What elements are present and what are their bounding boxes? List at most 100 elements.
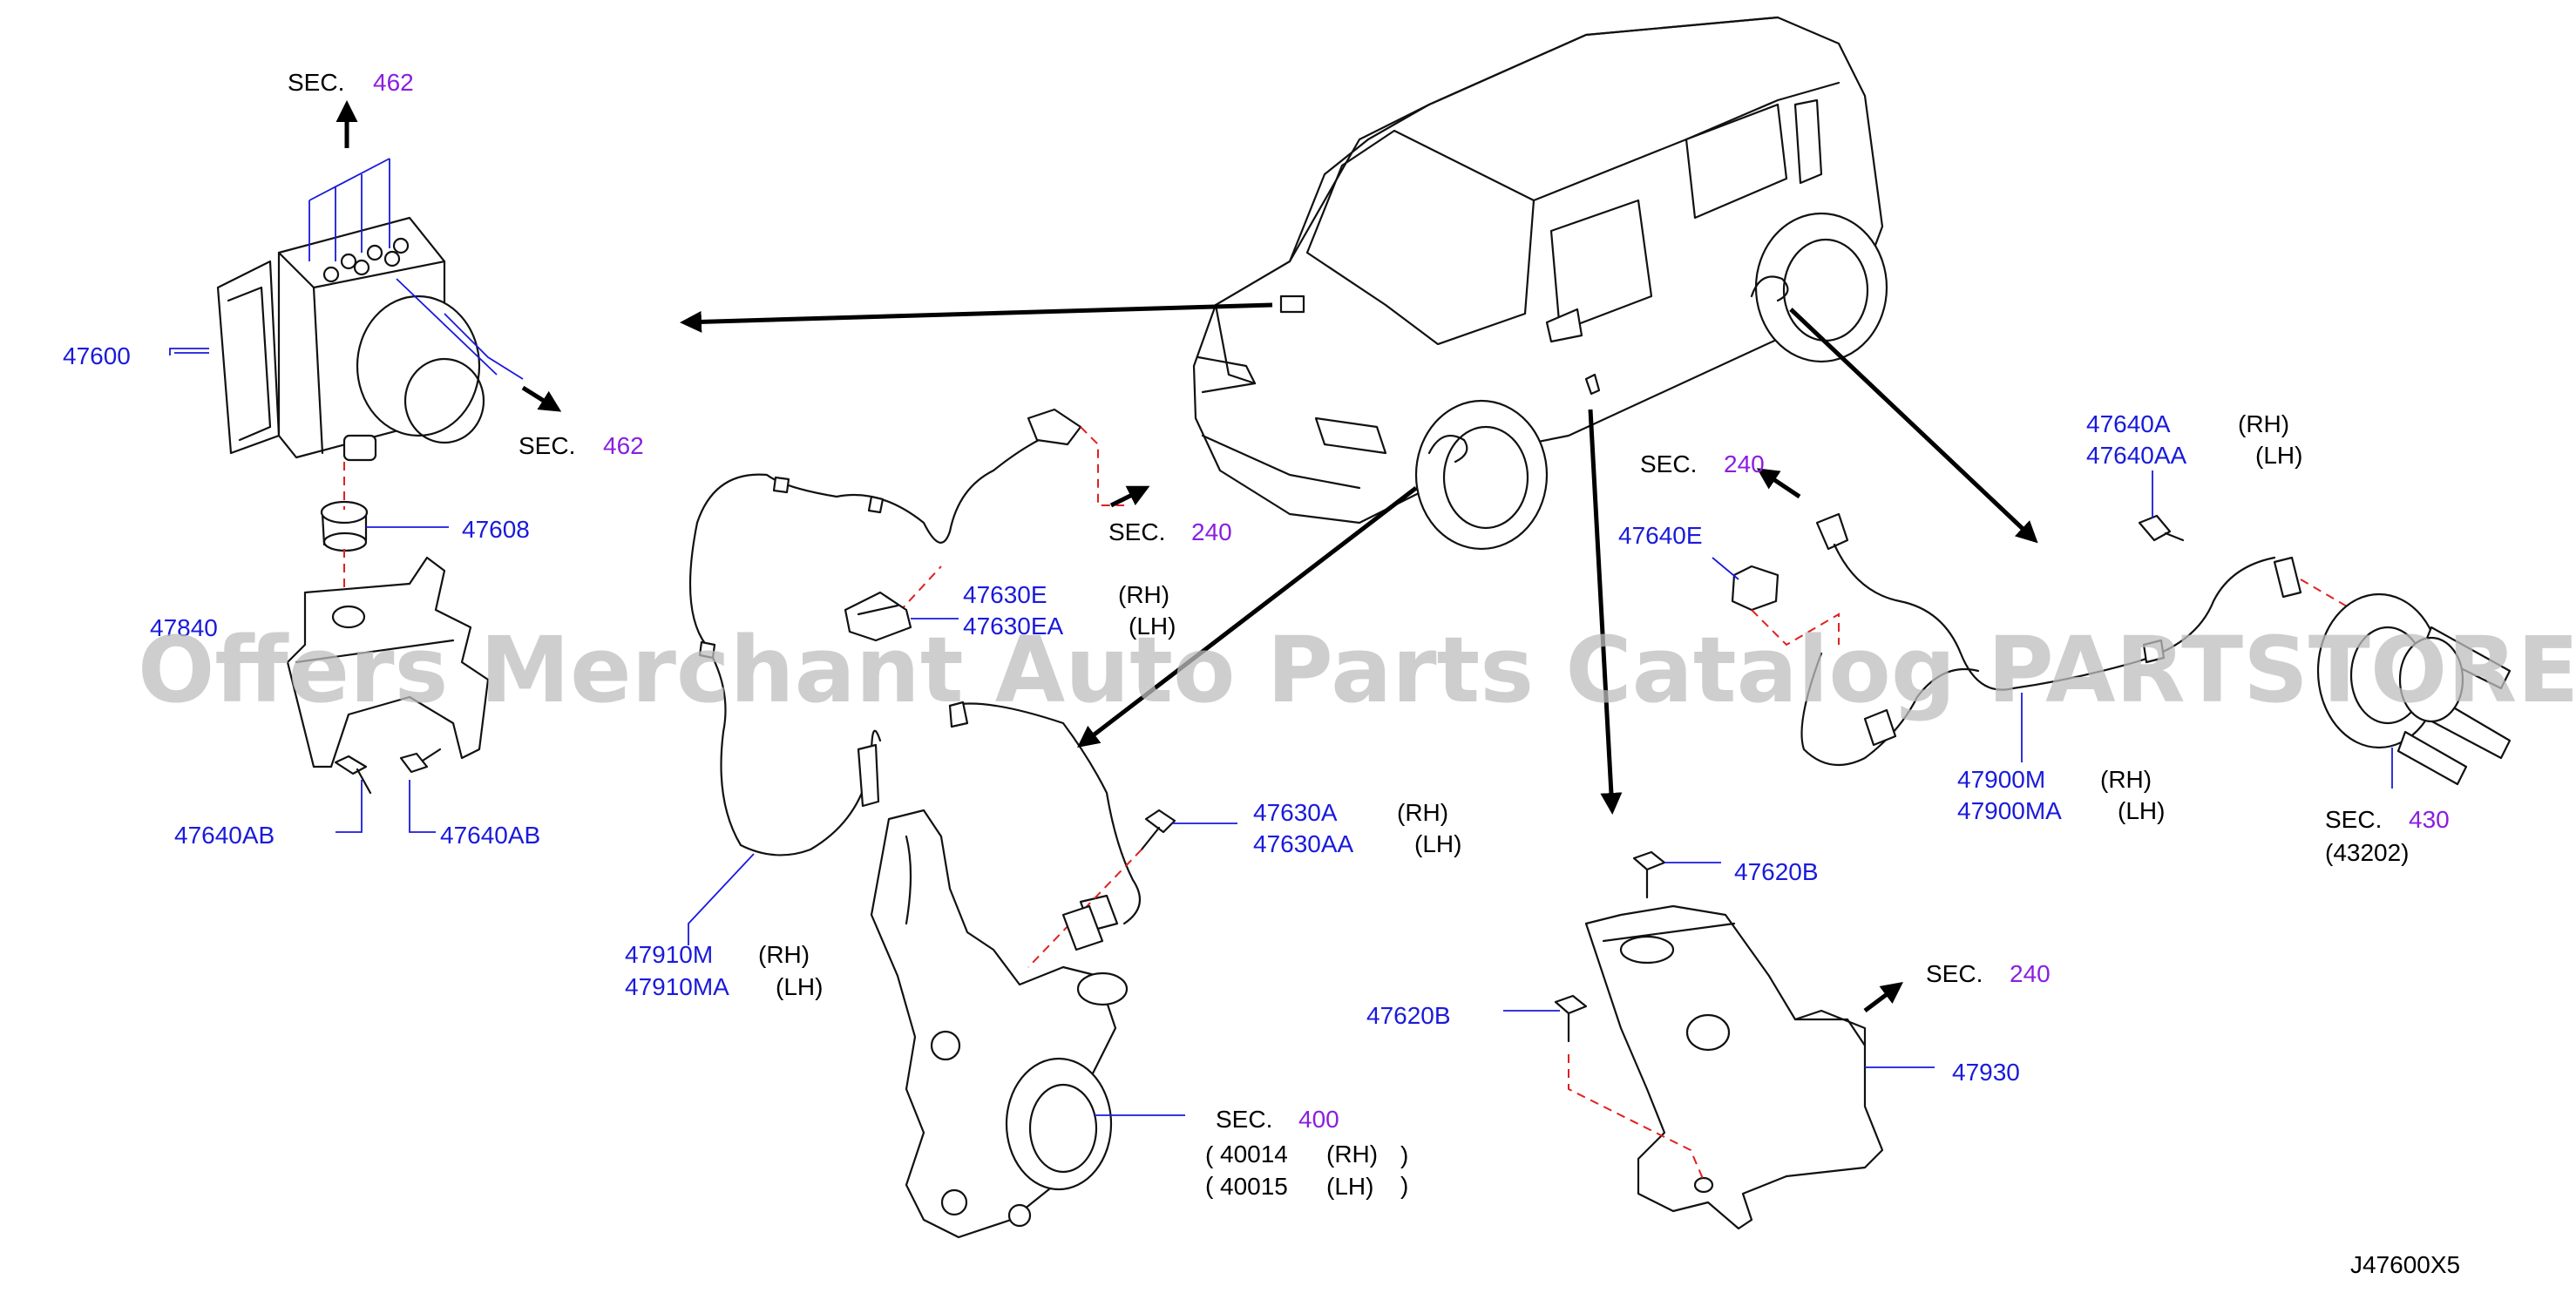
actuator-bracket-47840 — [286, 556, 490, 768]
label-sec-400[interactable]: SEC. 400 ( ( 40014 (RH) 40015 (LH) ) ) — [1205, 1106, 1408, 1200]
label-47630e-lh-pn: 47630EA — [963, 613, 1064, 640]
bolt-left-leader — [336, 780, 363, 833]
rear-sensor-harness-47900m — [1800, 512, 2302, 767]
label-47620b-left[interactable]: 47620B — [1366, 1002, 1451, 1029]
sec-240-wire-number: 240 — [1191, 518, 1232, 545]
label-47630e-rh-pn: 47630E — [963, 581, 1047, 608]
label-47630a-lh: (LH) — [1414, 830, 1461, 857]
sec-400-ref-open-lower: ( — [1205, 1172, 1214, 1199]
label-47630a[interactable]: 47630A (RH) 47630AA (LH) — [1253, 799, 1461, 857]
bracket-bolt-top — [1632, 850, 1666, 899]
sec-462-top-prefix: SEC. — [288, 69, 344, 96]
label-47910m-rh-pn: 47910M — [625, 941, 713, 968]
sec-462-right-prefix: SEC. — [519, 432, 575, 459]
label-47910m-lh-pn: 47910MA — [625, 973, 729, 1000]
bolt-right-leader — [409, 780, 436, 833]
sec-400-ref-close-lower: ) — [1400, 1172, 1408, 1199]
label-47630e[interactable]: 47630E (RH) 47630EA (LH) — [963, 581, 1176, 640]
sec-240-rear-prefix: SEC. — [1640, 450, 1697, 477]
sec-240-wire-arrow — [1109, 485, 1150, 508]
label-47640a-rh: (RH) — [2238, 410, 2289, 437]
rear-sensor-hub-guide — [2300, 579, 2354, 611]
label-47640a-lh-pn: 47640AA — [2086, 442, 2187, 469]
label-47630a-lh-pn: 47630AA — [1253, 830, 1354, 857]
abs-actuator-unit — [216, 216, 485, 462]
diagram-code: J47600X5 — [2350, 1251, 2460, 1278]
label-sec-462-top[interactable]: SEC. 462 — [288, 69, 414, 96]
sec-462-right-arrow — [521, 385, 562, 412]
harness-clip-47630e — [844, 591, 912, 642]
sec-400-ref-open: ( — [1205, 1141, 1214, 1168]
label-47640ab-left[interactable]: 47640AB — [174, 822, 275, 849]
grommet-47608 — [320, 500, 369, 552]
label-47900m-rh: (RH) — [2100, 766, 2152, 793]
clip-guide — [888, 565, 942, 624]
sec-400-lh: (LH) — [1326, 1173, 1373, 1200]
steering-knuckle — [870, 809, 1129, 1239]
label-47910m-lh: (LH) — [776, 973, 823, 1000]
label-47640ab-right[interactable]: 47640AB — [440, 822, 540, 849]
label-47930[interactable]: 47930 — [1952, 1059, 2020, 1086]
label-47630e-rh: (RH) — [1118, 581, 1169, 608]
sec-430-prefix: SEC. — [2325, 806, 2382, 833]
callout-arrow-actuator — [680, 302, 1273, 333]
front-harness-sec240-guide — [1080, 426, 1124, 506]
harness-clip-47640e — [1731, 565, 1779, 612]
sec-400-ref-rh: 40014 — [1220, 1141, 1288, 1168]
sec-400-prefix: SEC. — [1216, 1106, 1272, 1133]
actuator-leaders — [169, 158, 524, 380]
sec-240-rear-number: 240 — [1724, 450, 1765, 477]
callout-arrow-rear-wheel — [1789, 308, 2038, 544]
sec-430-number: 430 — [2409, 806, 2450, 833]
rear-clip-guide — [1751, 609, 1840, 646]
sec-400-number: 400 — [1298, 1106, 1339, 1133]
label-47630e-lh: (LH) — [1129, 613, 1176, 640]
sec-240-bracket-number: 240 — [2010, 960, 2051, 987]
label-47640a-rh-pn: 47640A — [2086, 410, 2171, 437]
label-47910m-rh: (RH) — [758, 941, 810, 968]
sec-240-rear-arrow — [1756, 468, 1801, 499]
label-sec-240-bracket[interactable]: SEC. 240 — [1926, 960, 2051, 987]
sec-240-wire-prefix: SEC. — [1108, 518, 1165, 545]
label-47910m[interactable]: 47910M (RH) 47910MA (LH) — [625, 941, 823, 1000]
bracket-bolt-left-guide — [1568, 1054, 1705, 1181]
vehicle-illustration — [1192, 16, 1888, 551]
front-harness-leader — [688, 853, 755, 945]
sensor-bracket-47930 — [1584, 904, 1884, 1230]
bracket-bolt-left — [1554, 994, 1588, 1043]
label-47640a[interactable]: 47640A (RH) 47640AA (LH) — [2086, 410, 2302, 469]
sec-240-bracket-prefix: SEC. — [1926, 960, 1983, 987]
sec-462-top-number: 462 — [373, 69, 414, 96]
label-47900m[interactable]: 47900M (RH) 47900MA (LH) — [1957, 766, 2165, 824]
label-47640a-lh: (LH) — [2255, 442, 2302, 469]
callout-arrow-front-wheel — [1077, 486, 1418, 748]
sec-430-ref: (43202) — [2325, 839, 2410, 866]
label-47630a-rh-pn: 47630A — [1253, 799, 1338, 826]
watermark-text: Offers Merchant Auto Parts Catalog PARTS… — [138, 617, 2576, 723]
label-47900m-lh-pn: 47900MA — [1957, 797, 2062, 824]
label-sec-462-right[interactable]: SEC. 462 — [519, 432, 644, 459]
sec-400-ref-lh: 40015 — [1220, 1173, 1288, 1200]
front-sensor-harness-47910m — [688, 408, 1142, 932]
rear-hub-43202 — [2316, 592, 2512, 786]
label-sec-240-wire[interactable]: SEC. 240 — [1108, 518, 1232, 545]
label-47600[interactable]: 47600 — [63, 342, 131, 369]
rear-sensor-bolt-47640a — [2138, 514, 2185, 542]
label-47900m-rh-pn: 47900M — [1957, 766, 2045, 793]
label-47840[interactable]: 47840 — [150, 614, 218, 641]
sensor-bolt-47630a — [1140, 809, 1176, 851]
sec-462-right-number: 462 — [603, 432, 644, 459]
sec-240-bracket-arrow — [1863, 982, 1903, 1012]
label-47620b-top[interactable]: 47620B — [1734, 858, 1819, 885]
callout-arrow-bracket — [1588, 409, 1623, 815]
rear-clip-leader — [1712, 557, 1739, 580]
label-sec-240-rear[interactable]: SEC. 240 — [1640, 450, 1765, 477]
label-47630a-rh: (RH) — [1397, 799, 1448, 826]
bracket-bolts — [334, 748, 442, 795]
label-47608[interactable]: 47608 — [462, 516, 530, 543]
label-sec-430[interactable]: SEC. 430 (43202) — [2325, 806, 2450, 866]
label-47640e[interactable]: 47640E — [1618, 522, 1703, 549]
sec-400-rh: (RH) — [1326, 1141, 1378, 1168]
sec-400-ref-close: ) — [1400, 1141, 1408, 1168]
